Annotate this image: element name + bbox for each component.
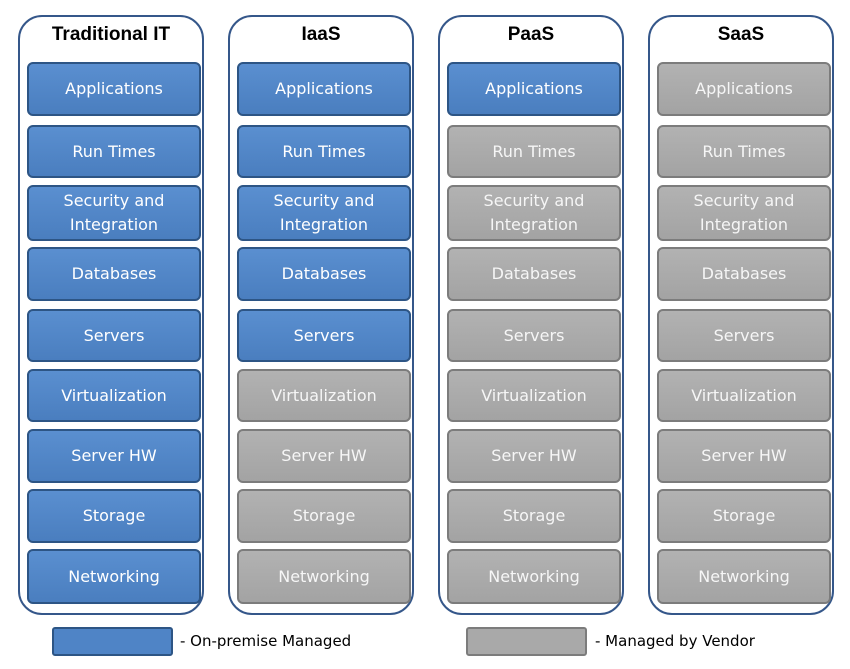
layer-security-and-integration: Security and Integration <box>657 185 831 241</box>
column-title: SaaS <box>717 24 765 45</box>
layer-run-times: Run Times <box>27 125 201 178</box>
layer-server-hw: Server HW <box>447 429 621 483</box>
layer-applications: Applications <box>237 62 411 116</box>
layer-servers: Servers <box>27 309 201 362</box>
layer-virtualization: Virtualization <box>27 369 201 422</box>
layer-run-times: Run Times <box>657 125 831 178</box>
layer-networking: Networking <box>447 549 621 604</box>
layer-security-and-integration: Security and Integration <box>27 185 201 241</box>
layer-databases: Databases <box>657 247 831 301</box>
layer-server-hw: Server HW <box>237 429 411 483</box>
layer-run-times: Run Times <box>237 125 411 178</box>
legend-label-on-premise: - On-premise Managed <box>180 632 352 650</box>
layer-server-hw: Server HW <box>657 429 831 483</box>
layer-applications: Applications <box>657 62 831 116</box>
layer-networking: Networking <box>237 549 411 604</box>
layer-databases: Databases <box>447 247 621 301</box>
layer-servers: Servers <box>447 309 621 362</box>
column-title: Traditional IT <box>51 24 171 45</box>
layer-databases: Databases <box>27 247 201 301</box>
layer-security-and-integration: Security and Integration <box>447 185 621 241</box>
column-title: IaaS <box>301 24 341 45</box>
layer-virtualization: Virtualization <box>657 369 831 422</box>
legend-label-vendor: - Managed by Vendor <box>595 632 755 650</box>
column-title: PaaS <box>507 24 555 45</box>
layer-storage: Storage <box>447 489 621 543</box>
layer-servers: Servers <box>237 309 411 362</box>
layer-virtualization: Virtualization <box>447 369 621 422</box>
layer-applications: Applications <box>447 62 621 116</box>
layer-storage: Storage <box>657 489 831 543</box>
layer-security-and-integration: Security and Integration <box>237 185 411 241</box>
layer-databases: Databases <box>237 247 411 301</box>
layer-applications: Applications <box>27 62 201 116</box>
layer-storage: Storage <box>237 489 411 543</box>
legend-swatch-on-premise <box>52 627 173 656</box>
layer-servers: Servers <box>657 309 831 362</box>
layer-networking: Networking <box>657 549 831 604</box>
layer-server-hw: Server HW <box>27 429 201 483</box>
layer-virtualization: Virtualization <box>237 369 411 422</box>
layer-run-times: Run Times <box>447 125 621 178</box>
layer-storage: Storage <box>27 489 201 543</box>
layer-networking: Networking <box>27 549 201 604</box>
legend-swatch-vendor <box>466 627 587 656</box>
